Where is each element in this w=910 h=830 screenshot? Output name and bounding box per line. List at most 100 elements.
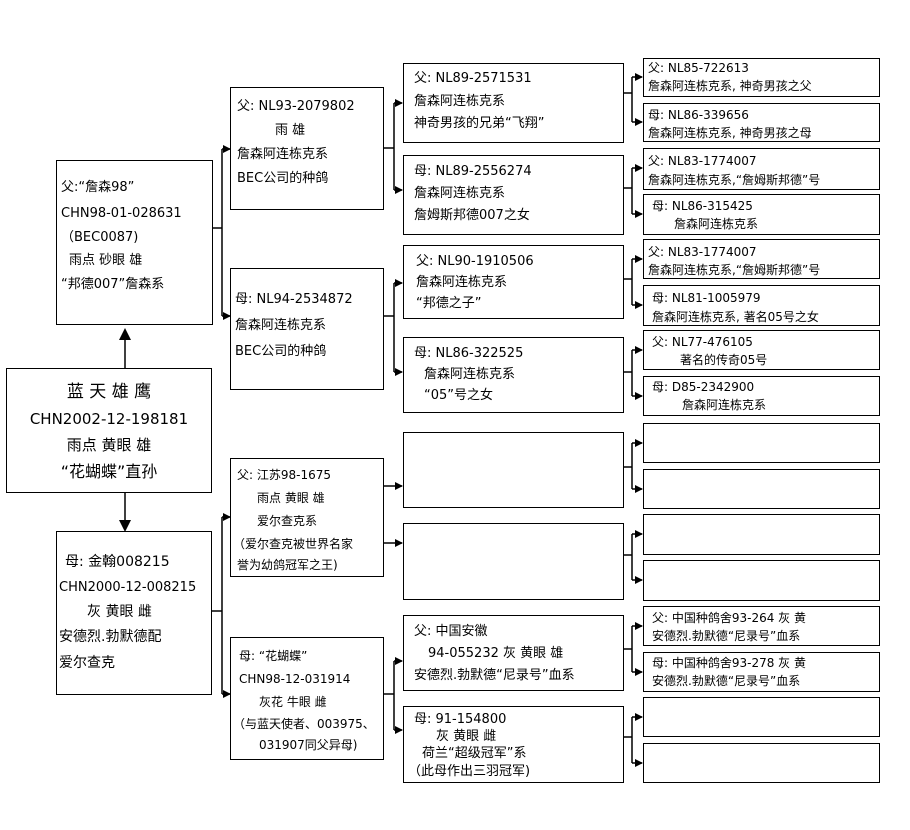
gen3-sss-line-1: 父: NL89-2571531 bbox=[414, 71, 532, 86]
gen3-sdd-card: 母: NL86-322525 詹森阿连栋克系 “05”号之女 bbox=[403, 337, 624, 413]
gen4-6-line-1: 母: NL81-1005979 bbox=[652, 291, 761, 305]
gen4-card-16-empty bbox=[643, 743, 880, 783]
gen4-6-line-2: 詹森阿连栋克系, 著名05号之女 bbox=[652, 310, 819, 324]
dam-line-3: 灰 黄眼 雌 bbox=[87, 604, 152, 620]
gen4-4-line-2: 詹森阿连栋克系 bbox=[674, 217, 759, 231]
gen4-card-13: 父: 中国种鸽舍93-264 灰 黄 安德烈.勃默德“尼录号”血系 bbox=[643, 606, 880, 646]
gen2-dd-line-2: CHN98-12-031914 bbox=[239, 672, 351, 686]
gen3-ssd-card: 母: NL89-2556274 詹森阿连栋克系 詹姆斯邦德007之女 bbox=[403, 155, 624, 235]
sire-line-2: CHN98-01-028631 bbox=[61, 206, 182, 221]
gen3-sss-line-3: 神奇男孩的兄弟“飞翔” bbox=[414, 116, 545, 131]
gen4-7-line-1: 父: NL77-476105 bbox=[652, 335, 753, 349]
gen4-card-8: 母: D85-2342900 詹森阿连栋克系 bbox=[643, 376, 880, 416]
gen4-1-line-2: 詹森阿连栋克系, 神奇男孩之父 bbox=[648, 79, 812, 93]
gen2-dd-line-5: 031907同父异母) bbox=[259, 738, 358, 752]
sire-line-5: “邦德007”詹森系 bbox=[61, 277, 165, 292]
gen2-ss-line-1: 父: NL93-2079802 bbox=[237, 99, 355, 114]
gen3-ddd-line-2: 灰 黄眼 雌 bbox=[436, 729, 497, 744]
gen2-sd-line-1: 母: NL94-2534872 bbox=[235, 292, 353, 307]
gen4-13-line-2: 安德烈.勃默德“尼录号”血系 bbox=[652, 629, 801, 643]
gen4-2-line-2: 詹森阿连栋克系, 神奇男孩之母 bbox=[648, 126, 812, 140]
grandsire-paternal-card: 父: NL93-2079802 雨 雄 詹森阿连栋克系 BEC公司的种鸽 bbox=[230, 87, 384, 210]
gen2-ss-line-3: 詹森阿连栋克系 bbox=[237, 147, 329, 162]
dam-line-1: 母: 金翰008215 bbox=[65, 554, 170, 570]
gen4-14-line-1: 母: 中国种鸽舍93-278 灰 黄 bbox=[652, 656, 806, 670]
gen3-ssd-line-1: 母: NL89-2556274 bbox=[414, 164, 532, 179]
dam-line-4: 安德烈.勃默德配 bbox=[59, 629, 162, 645]
gen2-dd-line-4: （与蓝天使者、003975、 bbox=[233, 717, 375, 731]
dam-card: 母: 金翰008215 CHN2000-12-008215 灰 黄眼 雌 安德烈… bbox=[56, 531, 212, 695]
gen3-ddd-line-4: （此母作出三羽冠军) bbox=[408, 764, 531, 779]
gen3-ssd-line-2: 詹森阿连栋克系 bbox=[414, 186, 506, 201]
gen4-8-line-1: 母: D85-2342900 bbox=[652, 380, 755, 394]
sire-line-3: （BEC0087) bbox=[61, 230, 139, 245]
gen3-dsd-card-empty bbox=[403, 523, 624, 600]
subject-ring-number: CHN2002-12-198181 bbox=[29, 410, 189, 428]
gen3-sdd-line-3: “05”号之女 bbox=[424, 388, 494, 403]
sire-line-4: 雨点 砂眼 雄 bbox=[69, 253, 143, 268]
subject-card: 蓝 天 雄 鹰 CHN2002-12-198181 雨点 黄眼 雄 “花蝴蝶”直… bbox=[6, 368, 212, 493]
sire-card: 父:“詹森98” CHN98-01-028631 （BEC0087) 雨点 砂眼… bbox=[56, 160, 213, 325]
dam-line-5: 爱尔查克 bbox=[59, 655, 115, 671]
gen3-dds-card: 父: 中国安徽 94-055232 灰 黄眼 雄 安德烈.勃默德“尼录号”血系 bbox=[403, 615, 624, 691]
gen4-card-6: 母: NL81-1005979 詹森阿连栋克系, 著名05号之女 bbox=[643, 285, 880, 326]
gen4-card-10-empty bbox=[643, 469, 880, 509]
gen3-sds-line-2: 詹森阿连栋克系 bbox=[416, 275, 508, 290]
gen4-card-11-empty bbox=[643, 514, 880, 555]
gen4-2-line-1: 母: NL86-339656 bbox=[648, 108, 749, 122]
granddam-paternal-card: 母: NL94-2534872 詹森阿连栋克系 BEC公司的种鸽 bbox=[230, 268, 384, 390]
gen4-1-line-1: 父: NL85-722613 bbox=[648, 61, 749, 75]
gen4-card-4: 母: NL86-315425 詹森阿连栋克系 bbox=[643, 194, 880, 235]
gen3-dds-line-1: 父: 中国安徽 bbox=[414, 624, 488, 639]
gen3-sss-line-2: 詹森阿连栋克系 bbox=[414, 94, 506, 109]
gen4-13-line-1: 父: 中国种鸽舍93-264 灰 黄 bbox=[652, 611, 806, 625]
gen2-ss-line-2: 雨 雄 bbox=[275, 123, 306, 138]
gen2-dd-line-1: 母: “花蝴蝶” bbox=[239, 649, 308, 663]
gen4-card-5: 父: NL83-1774007 詹森阿连栋克系,“詹姆斯邦德”号 bbox=[643, 239, 880, 279]
gen4-7-line-2: 著名的传奇05号 bbox=[680, 353, 768, 367]
sire-line-1: 父:“詹森98” bbox=[61, 180, 135, 195]
gen3-ddd-line-1: 母: 91-154800 bbox=[414, 712, 507, 727]
subject-name: 蓝 天 雄 鹰 bbox=[66, 382, 152, 402]
gen2-ds-line-2: 雨点 黄眼 雄 bbox=[257, 491, 325, 505]
subject-description: 雨点 黄眼 雄 bbox=[66, 436, 152, 454]
gen4-card-15-empty bbox=[643, 697, 880, 737]
gen2-ss-line-4: BEC公司的种鸽 bbox=[237, 171, 329, 186]
gen4-14-line-2: 安德烈.勃默德“尼录号”血系 bbox=[652, 674, 801, 688]
granddam-maternal-card: 母: “花蝴蝶” CHN98-12-031914 灰花 牛眼 雌 （与蓝天使者、… bbox=[230, 637, 384, 760]
gen3-sds-line-3: “邦德之子” bbox=[416, 296, 482, 311]
gen4-3-line-2: 詹森阿连栋克系,“詹姆斯邦德”号 bbox=[648, 173, 821, 187]
gen3-sdd-line-1: 母: NL86-322525 bbox=[414, 346, 524, 361]
gen3-ddd-line-3: 荷兰“超级冠军”系 bbox=[422, 746, 527, 761]
gen3-ddd-card: 母: 91-154800 灰 黄眼 雌 荷兰“超级冠军”系 （此母作出三羽冠军) bbox=[403, 706, 624, 783]
gen4-card-2: 母: NL86-339656 詹森阿连栋克系, 神奇男孩之母 bbox=[643, 103, 880, 142]
gen4-8-line-2: 詹森阿连栋克系 bbox=[682, 398, 767, 412]
subject-note: “花蝴蝶”直孙 bbox=[60, 462, 158, 481]
gen4-card-14: 母: 中国种鸽舍93-278 灰 黄 安德烈.勃默德“尼录号”血系 bbox=[643, 652, 880, 692]
gen3-dds-line-3: 安德烈.勃默德“尼录号”血系 bbox=[414, 668, 575, 683]
gen3-sdd-line-2: 詹森阿连栋克系 bbox=[424, 367, 516, 382]
gen3-sds-line-1: 父: NL90-1910506 bbox=[416, 254, 534, 269]
gen4-card-12-empty bbox=[643, 560, 880, 601]
gen3-dss-card-empty bbox=[403, 432, 624, 508]
grandsire-maternal-card: 父: 江苏98-1675 雨点 黄眼 雄 爱尔查克系 （爱尔查克被世界名家 誉为… bbox=[230, 458, 384, 577]
gen2-ds-line-4: （爱尔查克被世界名家 bbox=[233, 537, 354, 551]
gen2-ds-line-3: 爱尔查克系 bbox=[257, 514, 318, 528]
gen2-ds-line-1: 父: 江苏98-1675 bbox=[237, 468, 331, 482]
gen4-card-1: 父: NL85-722613 詹森阿连栋克系, 神奇男孩之父 bbox=[643, 58, 880, 97]
gen2-ds-line-5: 誉为幼鸽冠军之王) bbox=[237, 558, 338, 572]
gen4-5-line-1: 父: NL83-1774007 bbox=[648, 245, 757, 259]
gen2-sd-line-2: 詹森阿连栋克系 bbox=[235, 318, 327, 333]
gen4-4-line-1: 母: NL86-315425 bbox=[652, 199, 753, 213]
gen2-sd-line-3: BEC公司的种鸽 bbox=[235, 344, 327, 359]
gen3-dds-line-2: 94-055232 灰 黄眼 雄 bbox=[428, 646, 564, 661]
gen4-3-line-1: 父: NL83-1774007 bbox=[648, 154, 757, 168]
gen3-ssd-line-3: 詹姆斯邦德007之女 bbox=[414, 208, 530, 223]
dam-line-2: CHN2000-12-008215 bbox=[59, 580, 197, 595]
gen4-5-line-2: 詹森阿连栋克系,“詹姆斯邦德”号 bbox=[648, 263, 821, 277]
gen4-card-3: 父: NL83-1774007 詹森阿连栋克系,“詹姆斯邦德”号 bbox=[643, 148, 880, 190]
gen3-sds-card: 父: NL90-1910506 詹森阿连栋克系 “邦德之子” bbox=[403, 245, 624, 319]
gen4-card-9-empty bbox=[643, 423, 880, 463]
gen2-dd-line-3: 灰花 牛眼 雌 bbox=[259, 695, 327, 709]
